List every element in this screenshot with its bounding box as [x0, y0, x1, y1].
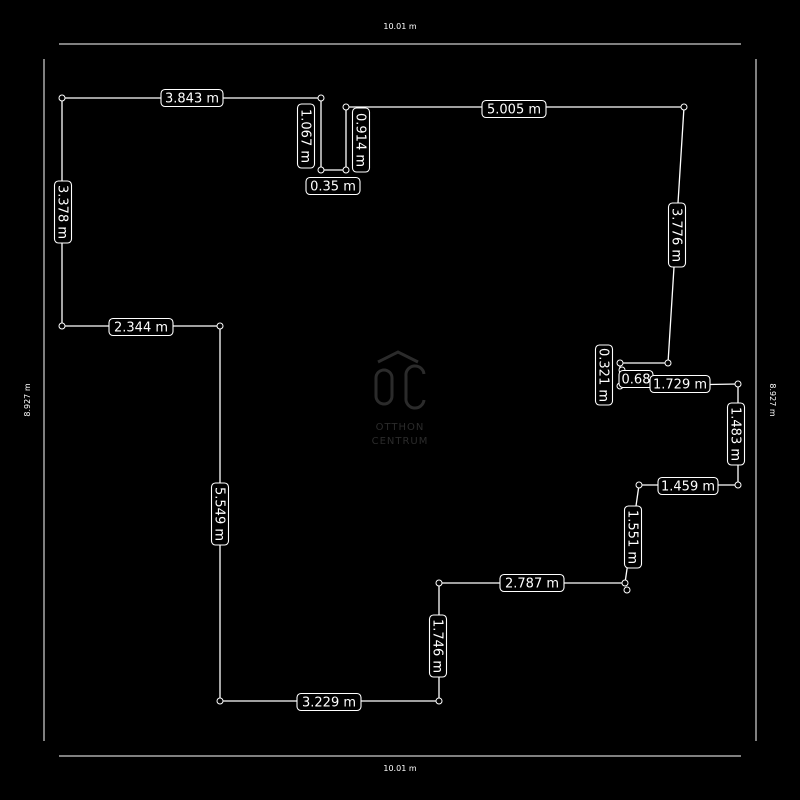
- segment-length-label[interactable]: 0.35 m: [305, 176, 361, 196]
- wall-vertex[interactable]: [635, 481, 643, 489]
- segment-label-box: [160, 88, 224, 108]
- segment-label-text: 1.483 m: [728, 407, 743, 461]
- segment-label-box: [499, 573, 565, 593]
- segment-label-text: 1.459 m: [661, 480, 715, 495]
- segment-length-label[interactable]: 1.729 m: [649, 374, 711, 394]
- wall-vertex[interactable]: [616, 359, 624, 367]
- segment-label-box: [657, 476, 719, 496]
- wall-vertex[interactable]: [734, 380, 742, 388]
- segment-label-text: 2.787 m: [505, 577, 559, 592]
- segment-label-text: 3.776 m: [669, 208, 684, 262]
- overall-dim-top-label: 10.01 m: [383, 22, 416, 31]
- segment-label-box: [305, 176, 361, 196]
- segment-label-box: [428, 614, 448, 678]
- wall-vertex[interactable]: [664, 359, 672, 367]
- watermark-line-2: CENTRUM: [372, 436, 429, 447]
- segment-length-label[interactable]: 0.914 m: [351, 107, 371, 173]
- wall-vertex[interactable]: [342, 166, 350, 174]
- segment-label-box: [481, 99, 547, 119]
- segment-label-text: 3.843 m: [165, 92, 219, 107]
- segment-length-label[interactable]: 3.843 m: [160, 88, 224, 108]
- segment-length-label[interactable]: 2.344 m: [108, 317, 174, 337]
- segment-length-label[interactable]: 0.321 m: [594, 344, 614, 406]
- segment-label-text: 3.229 m: [302, 696, 356, 711]
- segment-length-label[interactable]: 3.378 m: [53, 180, 73, 244]
- segment-label-box: [210, 482, 230, 546]
- segment-length-label[interactable]: 1.551 m: [623, 505, 643, 569]
- wall-vertex[interactable]: [317, 94, 325, 102]
- segment-length-label[interactable]: 5.549 m: [210, 482, 230, 546]
- segment-label-text: 1.729 m: [653, 378, 707, 393]
- watermark-line-1: OTTHON: [376, 422, 425, 433]
- segment-label-box: [623, 505, 643, 569]
- segment-label-box: [296, 103, 316, 169]
- segment-length-label[interactable]: 1.746 m: [428, 614, 448, 678]
- wall-vertex[interactable]: [216, 322, 224, 330]
- segment-label-text: 5.005 m: [487, 103, 541, 118]
- wall-vertex[interactable]: [342, 103, 350, 111]
- overall-dim-bottom-label: 10.01 m: [383, 764, 416, 773]
- overall-dim-right-label: 8.927 m: [768, 383, 777, 416]
- overall-dim-left-label: 8.927 m: [23, 383, 32, 416]
- wall-vertex[interactable]: [734, 481, 742, 489]
- segment-label-text: 1.551 m: [625, 510, 640, 564]
- segment-length-label[interactable]: 3.229 m: [296, 692, 362, 712]
- segment-label-box: [649, 374, 711, 394]
- segment-label-text: 3.378 m: [55, 185, 70, 239]
- wall-vertex[interactable]: [317, 166, 325, 174]
- watermark-logo-icon: [374, 350, 426, 410]
- segment-label-box: [594, 344, 614, 406]
- segment-length-label[interactable]: 2.787 m: [499, 573, 565, 593]
- segment-label-box: [351, 107, 371, 173]
- wall-vertex[interactable]: [435, 697, 443, 705]
- wall-outline: [61, 97, 739, 702]
- segment-label-text: 1.067 m: [298, 109, 313, 163]
- wall-vertex[interactable]: [435, 579, 443, 587]
- segment-label-box: [726, 402, 746, 466]
- wall-vertex[interactable]: [621, 579, 629, 587]
- segment-label-box: [108, 317, 174, 337]
- wall-vertex[interactable]: [58, 322, 66, 330]
- segment-length-label[interactable]: 1.067 m: [296, 103, 316, 169]
- segment-label-text: 0.914 m: [353, 113, 368, 167]
- wall-vertices: [58, 94, 742, 705]
- segment-label-text: 0.68: [622, 373, 651, 388]
- segment-label-box: [53, 180, 73, 244]
- segment-length-label[interactable]: 1.483 m: [726, 402, 746, 466]
- segment-length-label[interactable]: 0.68: [618, 369, 654, 389]
- wall-vertex[interactable]: [680, 103, 688, 111]
- segment-length-label[interactable]: 5.005 m: [481, 99, 547, 119]
- wall-vertex[interactable]: [623, 586, 631, 594]
- segment-label-text: 1.746 m: [430, 619, 445, 673]
- wall-vertex[interactable]: [216, 697, 224, 705]
- segment-label-box: [296, 692, 362, 712]
- segment-labels: 3.843 m 1.067 m 0.35 m 0.914 m 5.005 m 3.776 …: [53, 88, 746, 712]
- segment-length-label[interactable]: 3.776 m: [667, 202, 687, 268]
- segment-label-text: 5.549 m: [212, 487, 227, 541]
- wall-vertex[interactable]: [58, 94, 66, 102]
- segment-label-box: [667, 202, 687, 268]
- segment-length-label[interactable]: 1.459 m: [657, 476, 719, 496]
- segment-label-text: 0.321 m: [596, 348, 611, 402]
- segment-label-text: 2.344 m: [114, 321, 168, 336]
- segment-label-text: 0.35 m: [310, 180, 356, 195]
